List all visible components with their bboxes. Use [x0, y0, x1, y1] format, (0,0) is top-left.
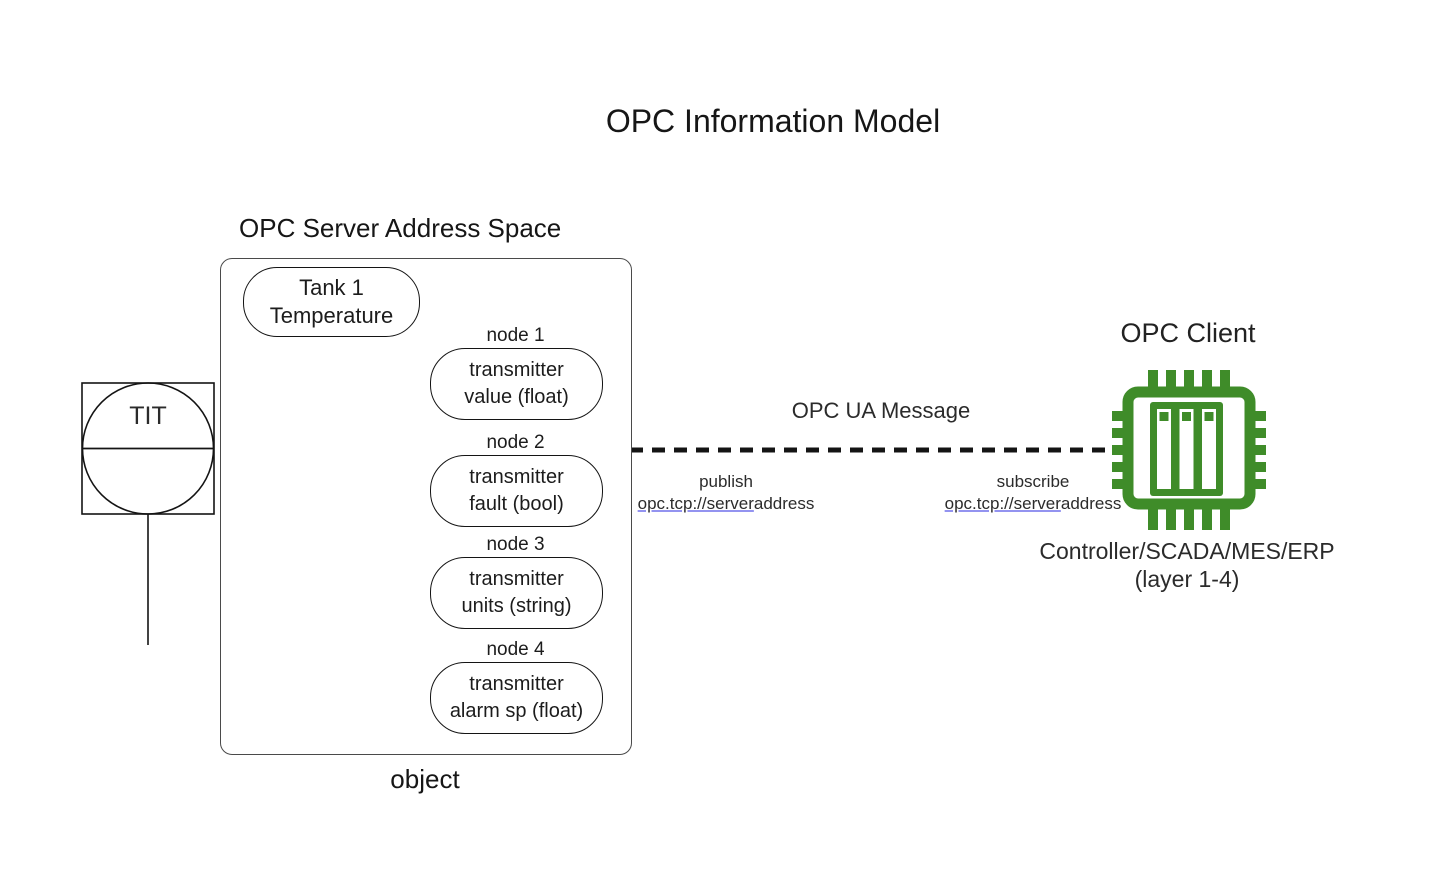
node1-line1: transmitter — [469, 359, 564, 381]
node2-line1: transmitter — [469, 466, 564, 488]
node1-oval: transmitter value (float) — [430, 348, 603, 420]
subscribe-address-link: opc.tcp://server — [944, 494, 1061, 513]
root-node-line2: Temperature — [269, 303, 394, 328]
publish-address-link: opc.tcp://server — [637, 494, 754, 513]
node2-oval: transmitter fault (bool) — [430, 455, 603, 527]
chip-slots — [1157, 409, 1216, 489]
subscribe-label: subscribe — [996, 472, 1070, 491]
client-caption-line2: (layer 1-4) — [1134, 566, 1240, 592]
instrument-bubble-icon — [81, 382, 215, 645]
node4-line2: alarm sp (float) — [449, 700, 584, 722]
node2-label: node 2 — [486, 432, 545, 453]
root-node-line1: Tank 1 — [299, 275, 364, 300]
node3-label: node 3 — [486, 534, 545, 555]
node1-label: node 1 — [486, 325, 545, 346]
instrument-tag: TIT — [129, 402, 167, 430]
publish-label: publish — [699, 472, 753, 491]
object-caption: object — [390, 764, 460, 794]
client-caption-line1: Controller/SCADA/MES/ERP — [1039, 538, 1335, 564]
node3-line2: units (string) — [461, 595, 572, 617]
subscribe-address: opc.tcp://serveraddress — [933, 493, 1133, 514]
publish-address-rest: address — [753, 494, 815, 513]
node4-label: node 4 — [486, 639, 545, 660]
opc-ua-message-label: OPC UA Message — [791, 398, 971, 423]
client-caption: Controller/SCADA/MES/ERP (layer 1-4) — [1017, 537, 1357, 593]
subscribe-address-rest: address — [1060, 494, 1122, 513]
node4-oval: transmitter alarm sp (float) — [430, 662, 603, 734]
chip-slot-squares — [1159, 412, 1214, 421]
server-address-space-label: OPC Server Address Space — [239, 213, 562, 243]
node3-line1: transmitter — [469, 568, 564, 590]
publish-address: opc.tcp://serveraddress — [626, 493, 826, 514]
node2-line2: fault (bool) — [469, 493, 564, 515]
node1-line2: value (float) — [464, 386, 569, 408]
chip-icon — [1112, 370, 1266, 530]
opc-client-label: OPC Client — [1120, 318, 1256, 348]
root-node-tank-temperature: Tank 1 Temperature — [243, 267, 420, 337]
node3-oval: transmitter units (string) — [430, 557, 603, 629]
node4-line1: transmitter — [469, 673, 564, 695]
page-title: OPC Information Model — [605, 103, 941, 139]
